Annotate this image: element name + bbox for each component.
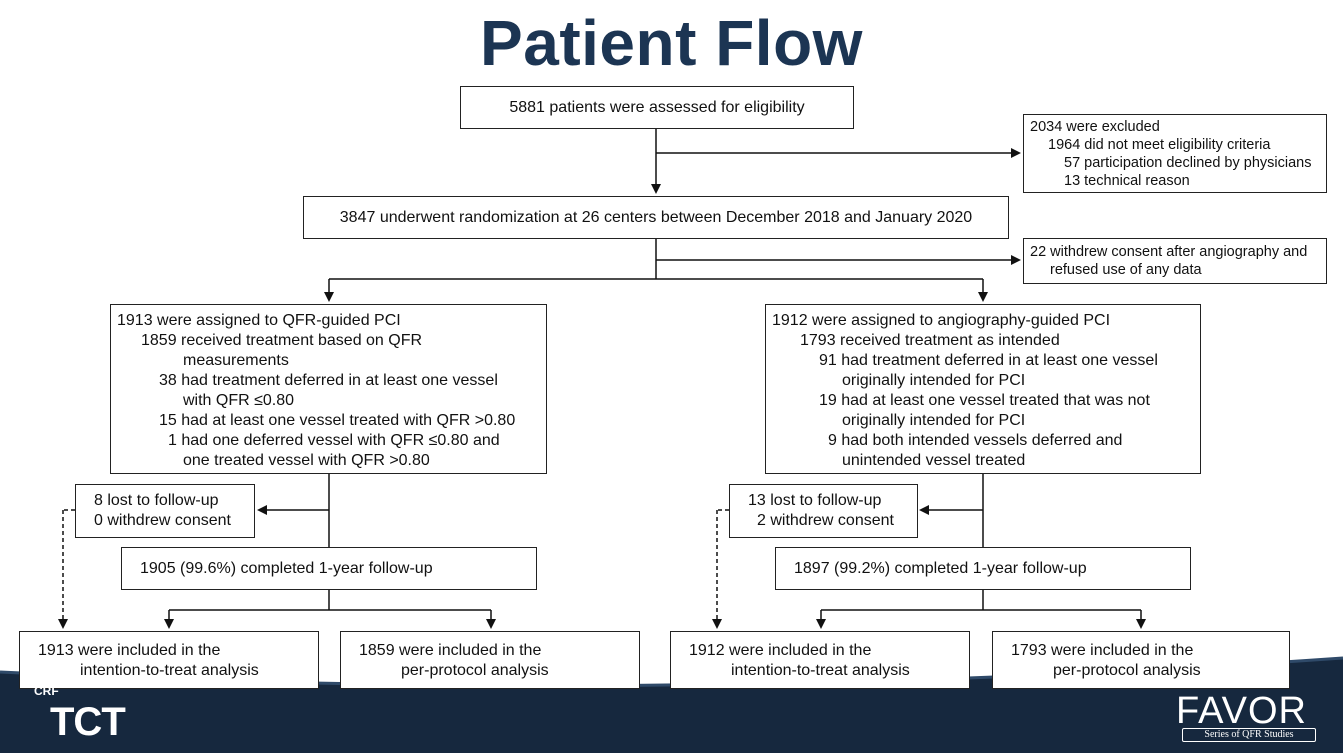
angio-lost-line-2: 2 withdrew consent <box>757 512 894 529</box>
angio-deferred-cont: originally intended for PCI <box>842 372 1026 389</box>
angio-both-cont: unintended vessel treated <box>842 452 1026 469</box>
assessed-text: 5881 patients were assessed for eligibil… <box>509 98 805 116</box>
qfr-pp-line-1: 1859 were included in the <box>359 642 542 659</box>
angio-assigned: 1912 were assigned to angiography-guided… <box>772 312 1111 329</box>
qfr-lost-box: 8 lost to follow-up 0 withdrew consent <box>75 484 255 538</box>
qfr-assigned: 1913 were assigned to QFR-guided PCI <box>117 312 401 329</box>
qfr-itt-line-1: 1913 were included in the <box>38 642 221 659</box>
excluded-ineligible: 1964 did not meet eligibility criteria <box>1048 137 1271 153</box>
angio-pp-box: 1793 were included in the per-protocol a… <box>992 631 1290 689</box>
favor-subtitle: Series of QFR Studies <box>1182 728 1316 742</box>
qfr-completed-text: 1905 (99.6%) completed 1-year follow-up <box>140 560 433 577</box>
angio-arm-box: 1912 were assigned to angiography-guided… <box>765 304 1201 474</box>
angio-both: 9 had both intended vessels deferred and <box>828 432 1123 449</box>
qfr-itt-line-2: intention-to-treat analysis <box>80 662 259 679</box>
angio-unintended-cont: originally intended for PCI <box>842 412 1026 429</box>
crf-logo: CRF <box>34 684 59 698</box>
qfr-deferred-cont: with QFR ≤0.80 <box>183 392 295 409</box>
qfr-pp-line-2: per-protocol analysis <box>401 662 549 679</box>
qfr-deferred: 38 had treatment deferred in at least on… <box>159 372 498 389</box>
qfr-mixed: 1 had one deferred vessel with QFR ≤0.80… <box>168 432 500 449</box>
angio-completed-box: 1897 (99.2%) completed 1-year follow-up <box>775 547 1191 590</box>
page-title: Patient Flow <box>480 7 863 79</box>
withdrew-box: 22 withdrew consent after angiography an… <box>1023 238 1327 284</box>
angio-itt-line-2: intention-to-treat analysis <box>731 662 910 679</box>
tct-logo: TCT <box>50 700 126 744</box>
qfr-received: 1859 received treatment based on QFR <box>141 332 423 349</box>
qfr-mixed-cont: one treated vessel with QFR >0.80 <box>183 452 430 469</box>
qfr-itt-box: 1913 were included in the intention-to-t… <box>19 631 319 689</box>
randomized-box: 3847 underwent randomization at 26 cente… <box>303 196 1009 239</box>
angio-deferred: 91 had treatment deferred in at least on… <box>819 352 1158 369</box>
qfr-arm-box: 1913 were assigned to QFR-guided PCI 185… <box>110 304 547 474</box>
excluded-box: 2034 were excluded 1964 did not meet eli… <box>1023 114 1327 193</box>
withdrew-line-1: 22 withdrew consent after angiography an… <box>1030 244 1308 260</box>
excluded-total: 2034 were excluded <box>1030 119 1160 135</box>
favor-logo: FAVOR <box>1176 690 1307 732</box>
angio-unintended: 19 had at least one vessel treated that … <box>819 392 1150 409</box>
angio-received: 1793 received treatment as intended <box>800 332 1060 349</box>
excluded-declined: 57 participation declined by physicians <box>1064 155 1312 171</box>
angio-pp-line-2: per-protocol analysis <box>1053 662 1201 679</box>
qfr-received-cont: measurements <box>183 352 289 369</box>
qfr-lost-line-1: 8 lost to follow-up <box>94 492 219 509</box>
withdrew-line-2: refused use of any data <box>1050 262 1202 278</box>
excluded-technical: 13 technical reason <box>1064 173 1190 189</box>
qfr-pp-box: 1859 were included in the per-protocol a… <box>340 631 640 689</box>
qfr-completed-box: 1905 (99.6%) completed 1-year follow-up <box>121 547 537 590</box>
qfr-treated-above: 15 had at least one vessel treated with … <box>159 412 516 429</box>
angio-lost-box: 13 lost to follow-up 2 withdrew consent <box>729 484 918 538</box>
angio-lost-line-1: 13 lost to follow-up <box>748 492 882 509</box>
angio-completed-text: 1897 (99.2%) completed 1-year follow-up <box>794 560 1087 577</box>
qfr-lost-line-2: 0 withdrew consent <box>94 512 231 529</box>
randomized-text: 3847 underwent randomization at 26 cente… <box>339 208 973 226</box>
assessed-box: 5881 patients were assessed for eligibil… <box>460 86 854 129</box>
angio-itt-line-1: 1912 were included in the <box>689 642 872 659</box>
angio-pp-line-1: 1793 were included in the <box>1011 642 1194 659</box>
angio-itt-box: 1912 were included in the intention-to-t… <box>670 631 970 689</box>
